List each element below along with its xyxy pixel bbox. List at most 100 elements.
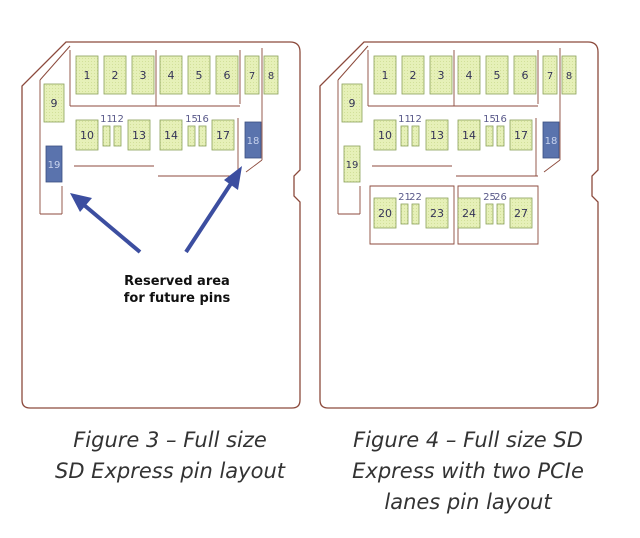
arrow-to-pin-18-head bbox=[224, 166, 242, 190]
pin-15-label: 15 bbox=[483, 114, 496, 125]
pin-12-contact bbox=[113, 125, 122, 147]
pin-6-label: 6 bbox=[522, 69, 529, 82]
side-rail bbox=[39, 48, 263, 215]
caption-figure-4-line-1: Figure 4 – Full size SD bbox=[353, 428, 583, 452]
pin-22-contact bbox=[411, 203, 420, 225]
pin-11-contact bbox=[400, 125, 409, 147]
pin-10-label: 10 bbox=[378, 129, 392, 142]
pin-1-contact bbox=[75, 55, 99, 95]
caption-figure-3-line-2: SD Express pin layout bbox=[55, 459, 285, 483]
pin-18-contact bbox=[542, 121, 560, 159]
pin-21-contact bbox=[400, 203, 409, 225]
pin-1-contact bbox=[373, 55, 397, 95]
pin-25-label: 25 bbox=[483, 192, 496, 203]
pin-3-contact bbox=[131, 55, 155, 95]
pin-2-contact bbox=[401, 55, 425, 95]
pin-13-contact bbox=[425, 119, 449, 151]
pin-23-label: 23 bbox=[430, 207, 444, 220]
caption-figure-3: Figure 3 – Full size SD Express pin layo… bbox=[20, 425, 320, 487]
pin-10-contact bbox=[373, 119, 397, 151]
pin-13-label: 13 bbox=[132, 129, 146, 142]
pin-15-contact bbox=[485, 125, 494, 147]
pin-15-contact bbox=[187, 125, 196, 147]
pin-19-label: 19 bbox=[346, 160, 359, 171]
pin-3-label: 3 bbox=[140, 69, 147, 82]
pin-15-label: 15 bbox=[185, 114, 198, 125]
pin-18-label: 18 bbox=[545, 136, 558, 147]
pin-24-label: 24 bbox=[462, 207, 476, 220]
pin-23-contact bbox=[425, 197, 449, 229]
pin-16-contact bbox=[198, 125, 207, 147]
pin-7-contact bbox=[244, 55, 260, 95]
pin-8-label: 8 bbox=[268, 71, 274, 82]
pin-25-contact bbox=[485, 203, 494, 225]
pin-16-label: 16 bbox=[494, 114, 507, 125]
pin-11-contact bbox=[102, 125, 111, 147]
pin-5-label: 5 bbox=[196, 69, 203, 82]
pin-2-label: 2 bbox=[112, 69, 119, 82]
pin-16-contact bbox=[496, 125, 505, 147]
pin-10-contact bbox=[75, 119, 99, 151]
chamfer-line bbox=[39, 45, 71, 81]
pin-1-label: 1 bbox=[84, 69, 91, 82]
contact-rail-top bbox=[367, 50, 539, 107]
contact-rail-mid bbox=[74, 118, 240, 177]
pin-7-label: 7 bbox=[249, 71, 255, 82]
pin-4-label: 4 bbox=[168, 69, 175, 82]
pin-12-label: 12 bbox=[111, 114, 124, 125]
pin-8-contact bbox=[263, 55, 279, 95]
pin-14-contact bbox=[159, 119, 183, 151]
pin-10-label: 10 bbox=[80, 129, 94, 142]
pin-4-contact bbox=[457, 55, 481, 95]
arrow-to-pin-19-head bbox=[70, 193, 92, 212]
pin-7-contact bbox=[542, 55, 558, 95]
pin-9-contact bbox=[341, 83, 363, 123]
pin-8-label: 8 bbox=[566, 71, 572, 82]
pin-11-label: 11 bbox=[398, 114, 411, 125]
caption-figure-4-line-2: Express with two PCIe bbox=[352, 459, 584, 483]
pin-20-label: 20 bbox=[378, 207, 392, 220]
pin-17-label: 17 bbox=[514, 129, 528, 142]
arrow-to-pin-19-shaft bbox=[82, 203, 142, 254]
side-rail bbox=[337, 48, 561, 215]
pin-9-label: 9 bbox=[51, 97, 58, 110]
pin-26-label: 26 bbox=[494, 192, 507, 203]
pin-3-contact bbox=[429, 55, 453, 95]
pin-14-label: 14 bbox=[462, 129, 476, 142]
pin-20-contact bbox=[373, 197, 397, 229]
pin-5-contact bbox=[187, 55, 211, 95]
contact-rail-top bbox=[69, 50, 241, 107]
pin-18-label: 18 bbox=[247, 136, 260, 147]
annotation-line-1: Reserved area bbox=[124, 274, 230, 289]
pin-24-contact bbox=[457, 197, 481, 229]
annotation-line-2: for future pins bbox=[124, 291, 231, 306]
pin-6-contact bbox=[513, 55, 537, 95]
pin-8-contact bbox=[561, 55, 577, 95]
pin-18-contact bbox=[244, 121, 262, 159]
pin-5-contact bbox=[485, 55, 509, 95]
pin-14-contact bbox=[457, 119, 481, 151]
chamfer-line bbox=[337, 45, 369, 81]
pin-27-label: 27 bbox=[514, 207, 528, 220]
caption-figure-3-line-1: Figure 3 – Full size bbox=[73, 428, 267, 452]
pin-13-contact bbox=[127, 119, 151, 151]
pin-6-contact bbox=[215, 55, 239, 95]
pin-9-label: 9 bbox=[349, 97, 356, 110]
pin-13-label: 13 bbox=[430, 129, 444, 142]
pin-6-label: 6 bbox=[224, 69, 231, 82]
pin-11-label: 11 bbox=[100, 114, 113, 125]
pin-12-contact bbox=[411, 125, 420, 147]
pin-17-contact bbox=[509, 119, 533, 151]
caption-figure-4-line-3: lanes pin layout bbox=[384, 490, 552, 514]
pin-2-contact bbox=[103, 55, 127, 95]
pin-14-label: 14 bbox=[164, 129, 178, 142]
pin-22-label: 22 bbox=[409, 192, 422, 203]
pin-21-label: 21 bbox=[398, 192, 411, 203]
pin-19-contact bbox=[45, 145, 63, 183]
pin-5-label: 5 bbox=[494, 69, 501, 82]
pin-27-contact bbox=[509, 197, 533, 229]
